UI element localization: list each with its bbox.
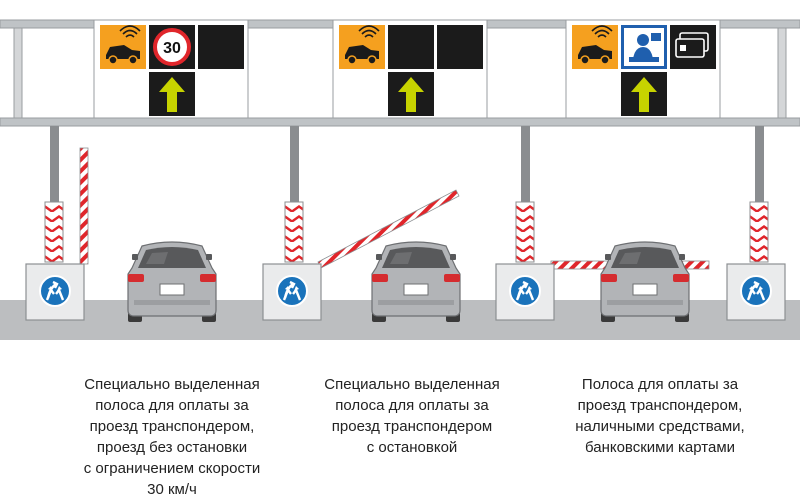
posts	[50, 126, 764, 204]
caption-lane-3: Полоса для оплаты за проезд транспондеро…	[575, 376, 745, 456]
caption-lane-1: Специально выделенная полоса для оплаты …	[83, 376, 261, 498]
booth-3	[494, 262, 556, 322]
blank-panel	[388, 25, 434, 69]
post-marker-2	[284, 201, 304, 263]
post-marker-3	[515, 201, 535, 263]
booth-2	[261, 262, 323, 322]
car-lane-1	[127, 241, 217, 323]
straight-arrow-icon	[621, 72, 667, 116]
car-lane-2	[371, 241, 461, 323]
straight-arrow-icon	[388, 72, 434, 116]
speed-limit-icon: 30	[149, 25, 195, 69]
straight-arrow-icon	[149, 72, 195, 116]
booth-1	[24, 262, 86, 322]
sign-board-lane-2	[332, 19, 488, 119]
bank-card-icon	[669, 24, 717, 70]
barrier-raised	[79, 147, 89, 265]
speed-limit-value: 30	[163, 40, 181, 57]
caption-lane-2: Специально выделенная полоса для оплаты …	[324, 376, 500, 456]
booth-4	[725, 262, 787, 322]
blank-panel	[437, 25, 483, 69]
transponder-car-icon	[99, 24, 147, 70]
car-lane-3	[600, 241, 690, 323]
sign-board-lane-1: 30	[93, 19, 249, 119]
transponder-car-icon	[338, 24, 386, 70]
post-marker-4	[749, 201, 769, 263]
cashier-icon	[621, 25, 667, 69]
blank-panel	[198, 25, 244, 69]
sign-board-lane-3	[565, 19, 721, 119]
toll-plaza-scene: 30	[0, 19, 800, 340]
transponder-car-icon	[571, 24, 619, 70]
post-marker-1	[44, 201, 64, 263]
